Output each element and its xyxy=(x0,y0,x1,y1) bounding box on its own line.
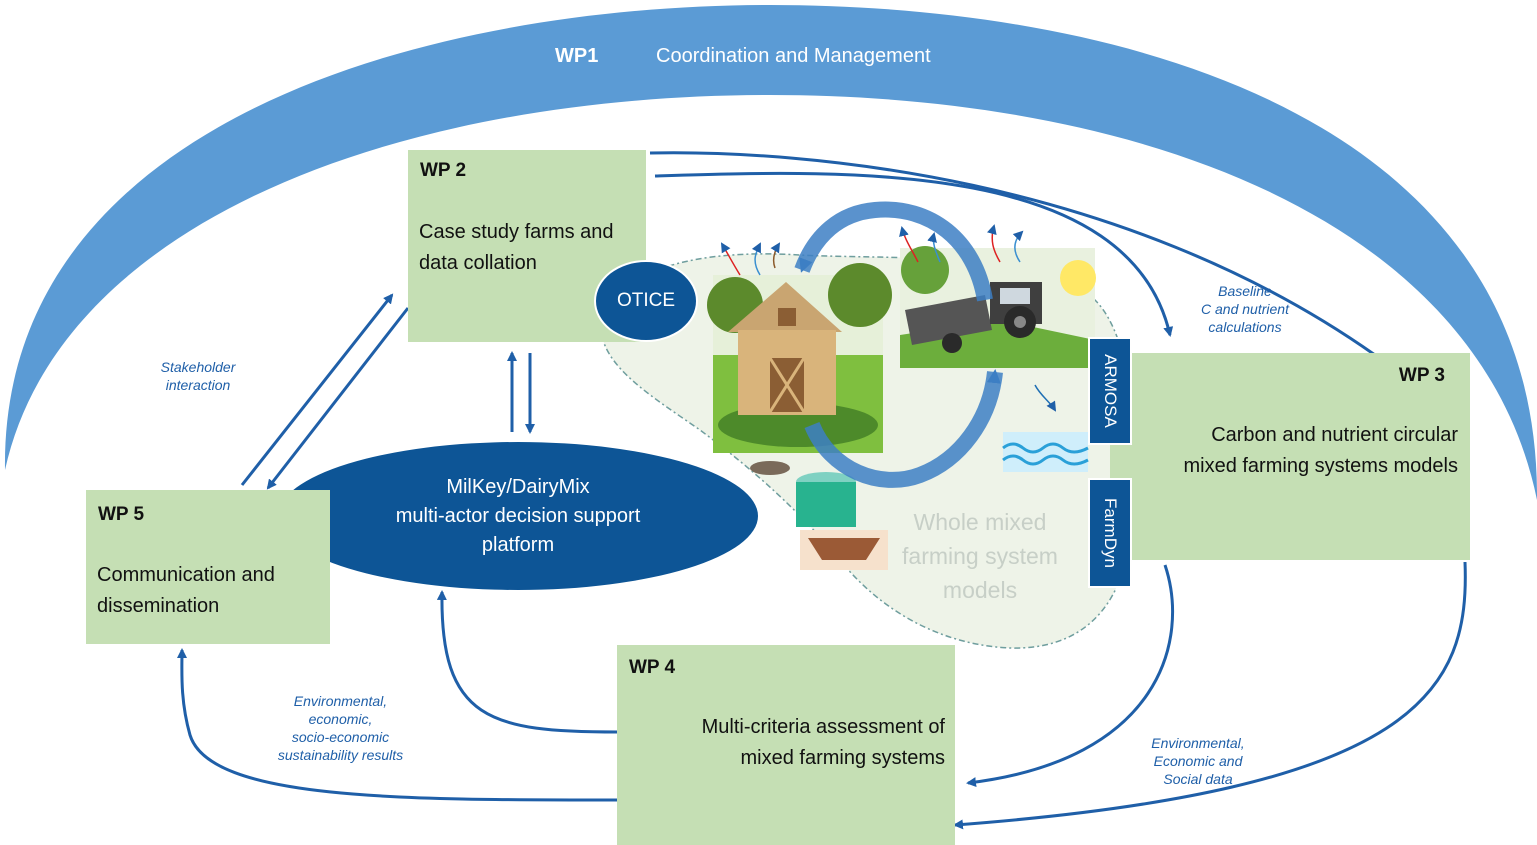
otice-ellipse: OTICE xyxy=(594,260,698,342)
platform-line2: multi-actor decision support xyxy=(395,504,641,527)
wp1-id: WP1 xyxy=(555,45,599,67)
wp4-id: WP 4 xyxy=(629,657,676,678)
wp3-id: WP 3 xyxy=(1398,365,1445,386)
wp4-box: WP 4 Multi-criteria assessment of mixed … xyxy=(617,645,955,845)
armosa-label: ARMOSA xyxy=(1088,337,1132,445)
cycle-arrow-top xyxy=(794,201,993,302)
manure-illustration xyxy=(750,461,790,475)
platform-ellipse: MilKey/DairyMix multi-actor decision sup… xyxy=(276,440,760,592)
wp2-text: Case study farms and data collation xyxy=(419,221,614,274)
platform-line1: MilKey/DairyMix xyxy=(446,475,590,498)
farmdyn-label: FarmDyn xyxy=(1088,478,1132,588)
slurry-tank-illustration xyxy=(796,472,856,527)
results-note: Environmental, economic, socio-economic … xyxy=(277,693,404,763)
wp3-text: Carbon and nutrient circular mixed farmi… xyxy=(1183,424,1458,477)
wp5-id: WP 5 xyxy=(98,504,145,525)
platform-line3: platform xyxy=(481,533,555,556)
otice-label: OTICE xyxy=(616,290,676,311)
cycle-arrow-bottom xyxy=(804,369,1003,488)
wp4-text: Multi-criteria assessment of mixed farmi… xyxy=(701,716,945,769)
stakeholder-note: Stakeholder interaction xyxy=(160,359,236,393)
wp1-band xyxy=(4,5,1537,500)
whole-system-label: Whole mixed farming system models xyxy=(902,509,1058,603)
data-note: Environmental, Economic and Social data xyxy=(1151,735,1245,787)
water-illustration xyxy=(1002,432,1089,472)
lagoon-illustration xyxy=(800,530,888,570)
wp5-text: Communication and dissemination xyxy=(97,564,275,617)
tractor-illustration xyxy=(900,246,1096,368)
barn-illustration xyxy=(707,263,892,453)
wp3-box: WP 3 Carbon and nutrient circular mixed … xyxy=(1110,353,1470,560)
emission-arrows xyxy=(720,224,1057,412)
wp1-title: Coordination and Management xyxy=(656,45,931,67)
wp5-box: WP 5 Communication and dissemination xyxy=(86,490,330,644)
baseline-note: Baseline C and nutrient calculations xyxy=(1201,283,1289,335)
wp2-id: WP 2 xyxy=(420,160,467,181)
